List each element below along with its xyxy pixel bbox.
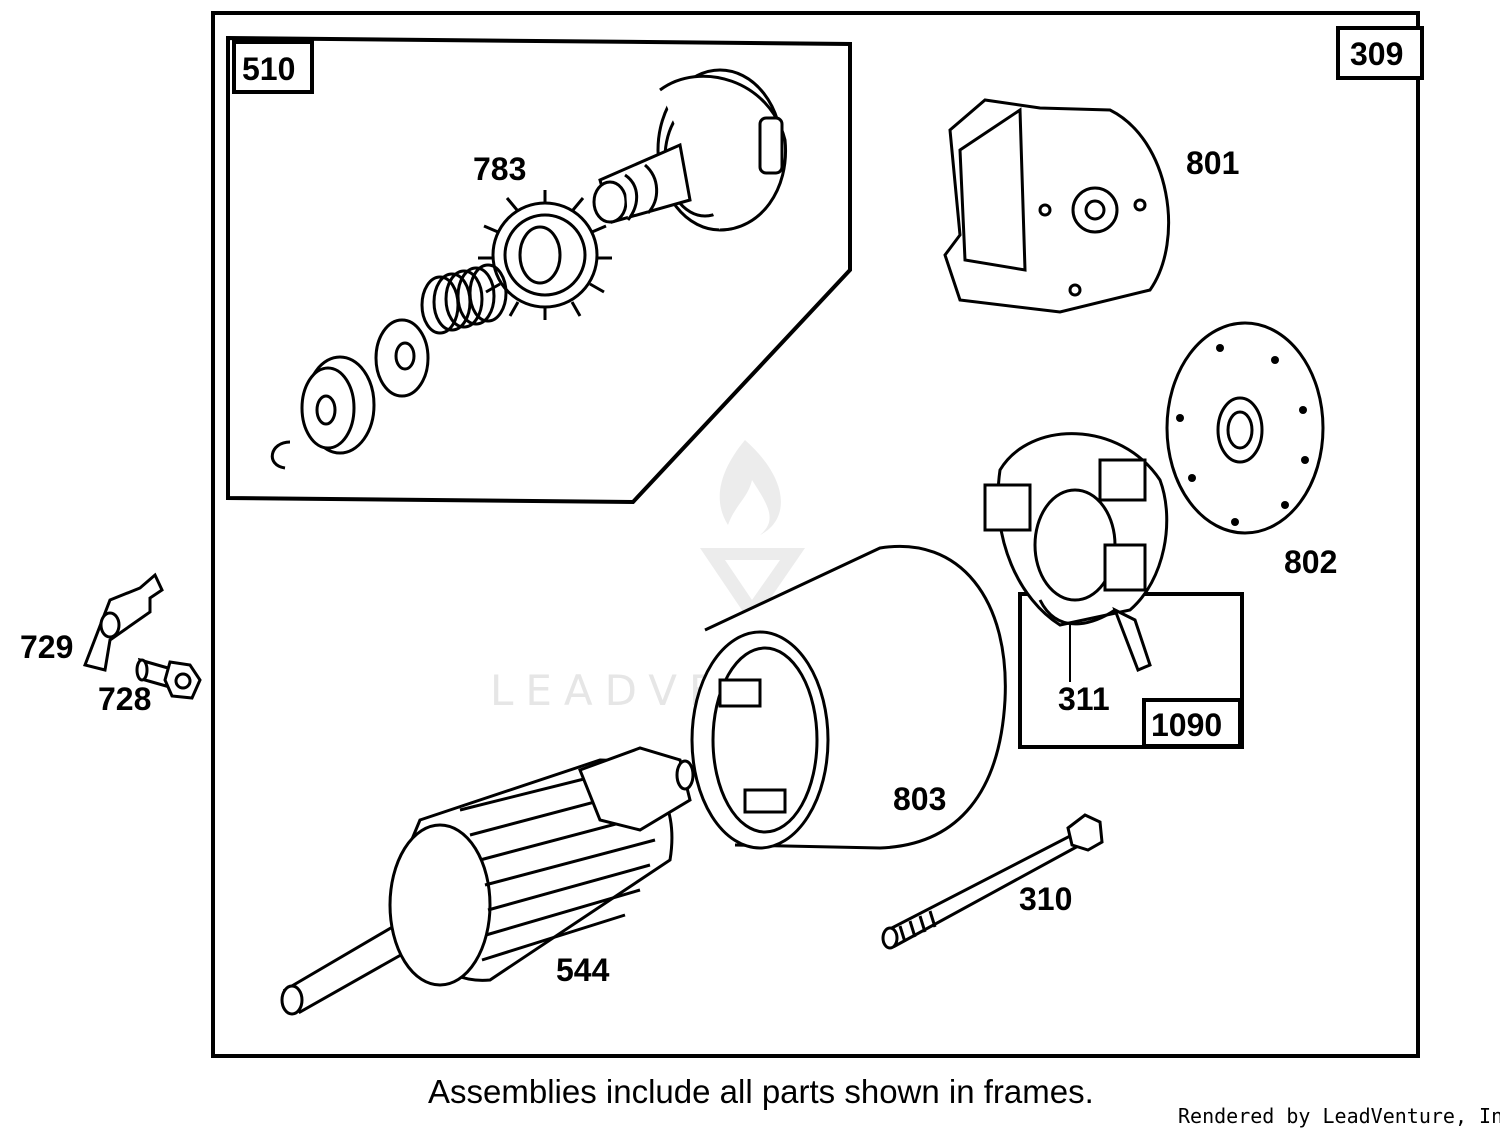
armature-icon bbox=[280, 746, 695, 1016]
retaining-ring-icon bbox=[271, 440, 291, 470]
stop-collar-icon bbox=[300, 355, 376, 455]
part-label-311: 311 bbox=[1058, 681, 1110, 717]
frame-brush-tag: 1090 bbox=[1151, 707, 1222, 743]
washer-icon bbox=[374, 318, 430, 398]
part-label-802: 802 bbox=[1284, 544, 1337, 580]
frame-drive-tag-box bbox=[232, 40, 314, 94]
watermark-v-icon bbox=[700, 548, 805, 625]
bolt-icon bbox=[135, 657, 202, 700]
drive-shaft bbox=[592, 142, 692, 224]
part-label-729: 729 bbox=[20, 629, 73, 665]
part-label-310: 310 bbox=[1019, 881, 1072, 917]
part-label-801: 801 bbox=[1186, 145, 1239, 181]
spring-icon bbox=[420, 263, 508, 335]
credit: Rendered by LeadVenture, Inc. bbox=[1178, 1104, 1500, 1128]
part-label-783: 783 bbox=[473, 151, 526, 187]
brush-cover-plate-icon bbox=[1165, 321, 1325, 535]
frame-main-tag-box bbox=[1336, 26, 1424, 80]
motor-housing-icon bbox=[690, 545, 1007, 850]
part-label-803: 803 bbox=[893, 781, 946, 817]
brush-holder-icon bbox=[983, 432, 1169, 672]
frame-main bbox=[211, 11, 1420, 1058]
frame-main-tag: 309 bbox=[1350, 36, 1403, 72]
frame-brush-tag-box bbox=[1142, 698, 1242, 748]
pinion-gear-icon bbox=[478, 190, 612, 320]
watermark-flame-icon bbox=[719, 440, 781, 535]
frame-drive-tag: 510 bbox=[242, 51, 295, 87]
frame-drive bbox=[226, 35, 852, 505]
part-label-544: 544 bbox=[556, 952, 610, 988]
caption: Assemblies include all parts shown in fr… bbox=[428, 1073, 1094, 1110]
part-label-728: 728 bbox=[98, 681, 151, 717]
bracket-icon bbox=[82, 572, 164, 672]
end-cap-plate-icon bbox=[943, 98, 1171, 314]
through-bolt-icon bbox=[881, 813, 1104, 950]
